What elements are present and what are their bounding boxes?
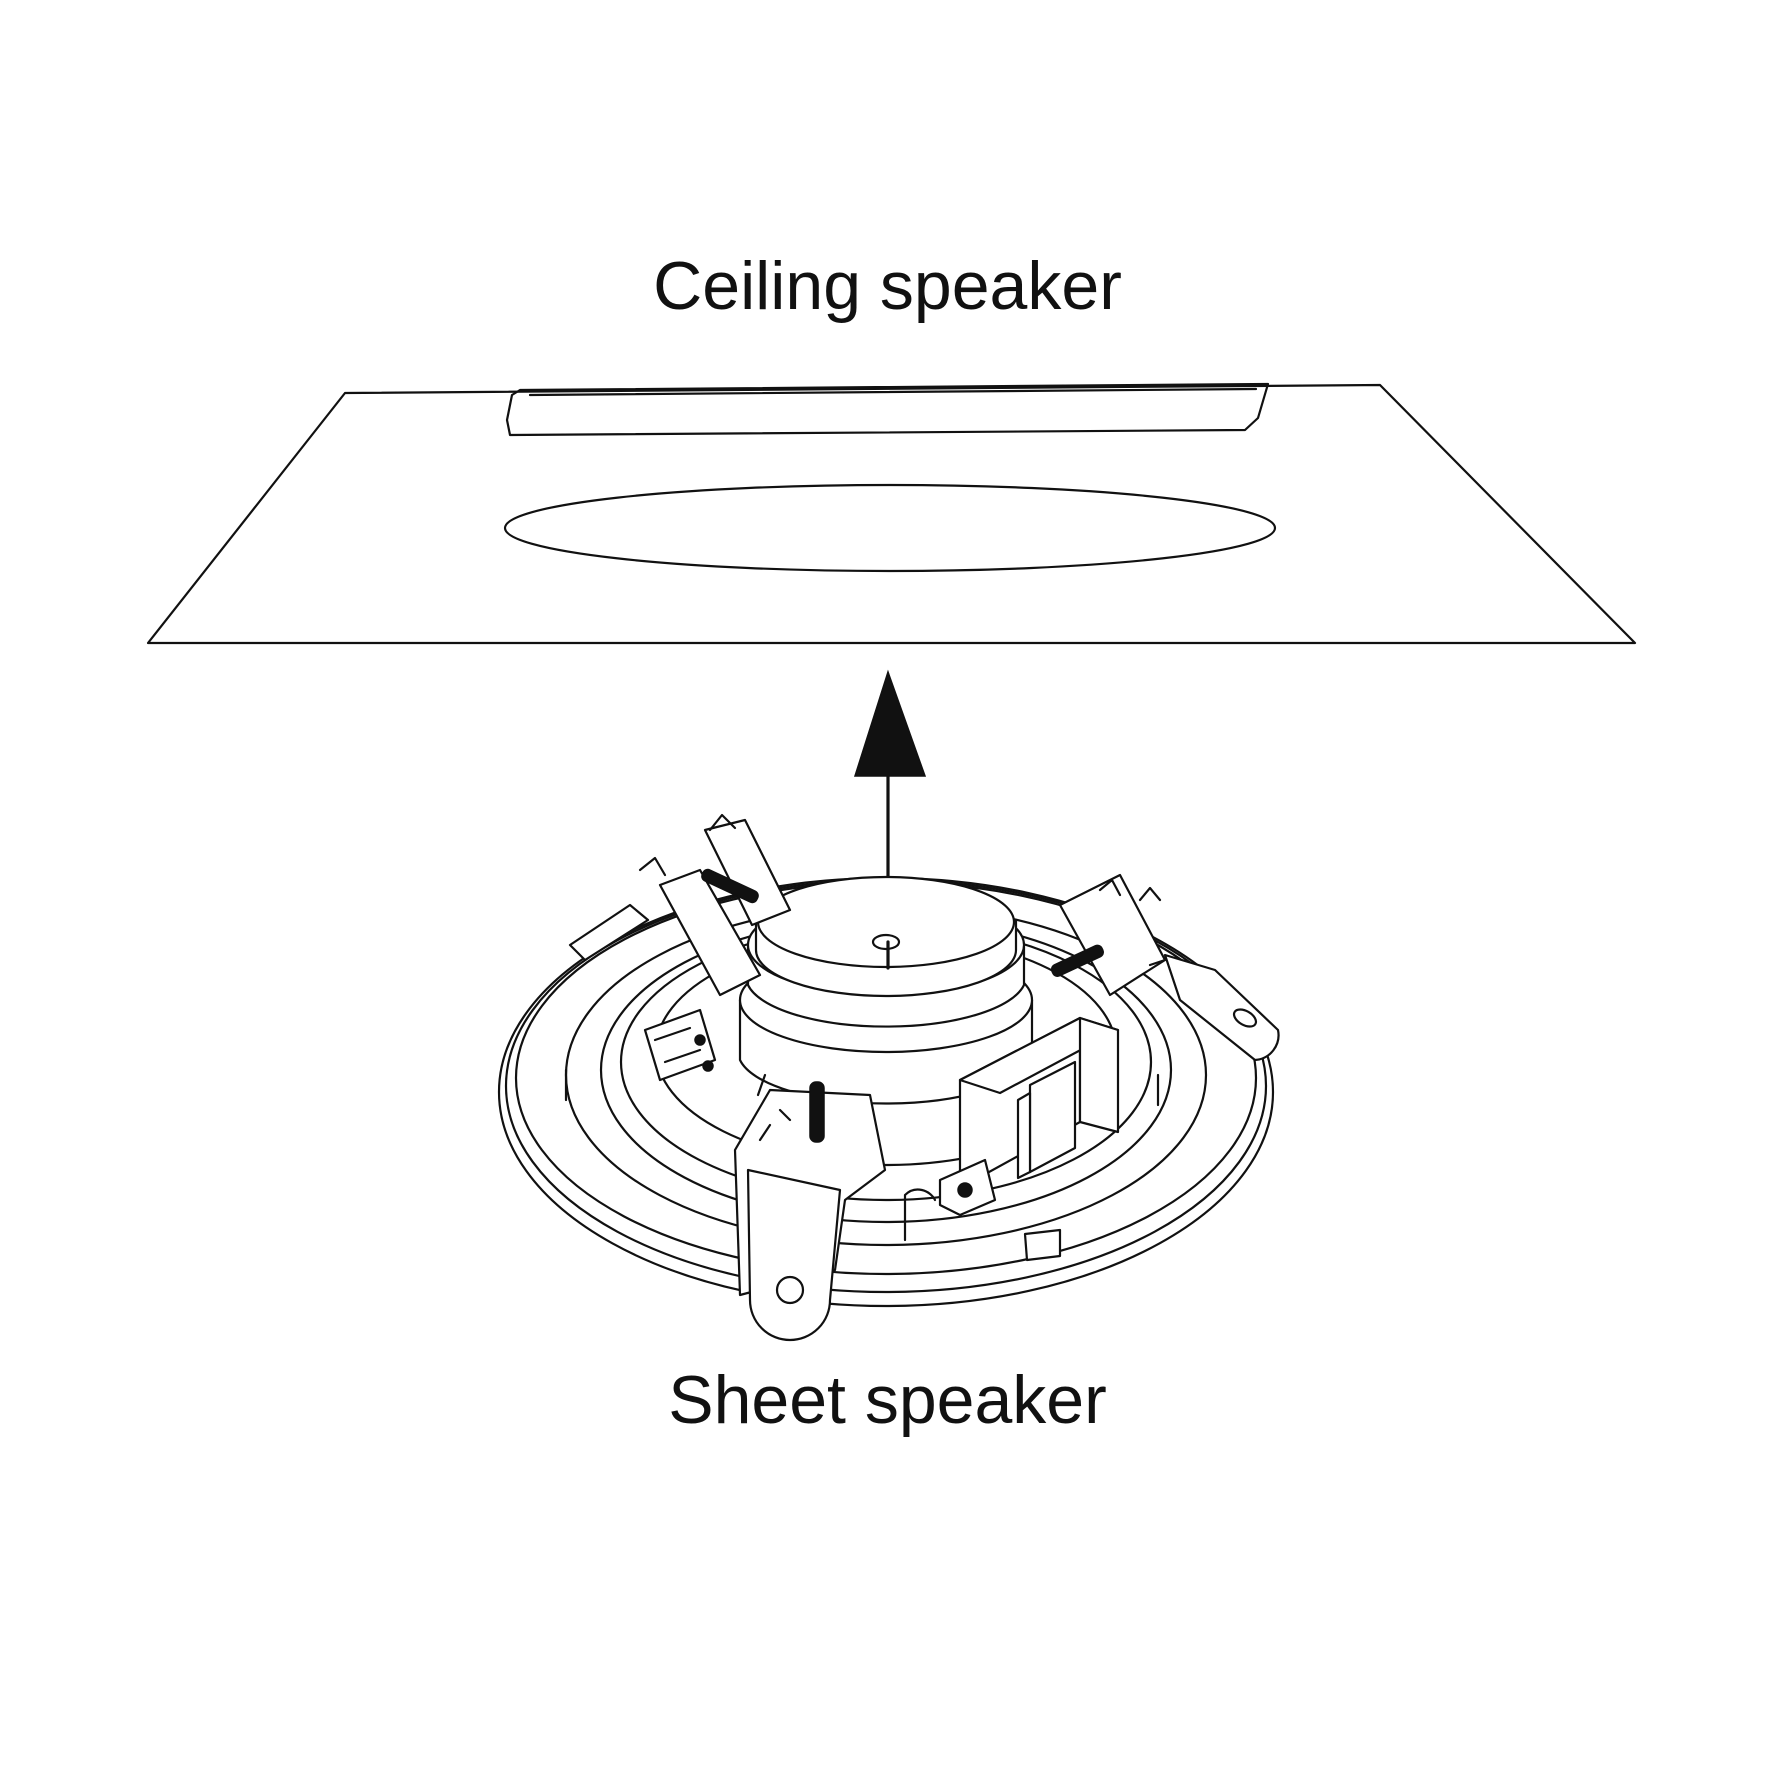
right-clip-spring: [1050, 944, 1105, 977]
transformer: [903, 1016, 1120, 1242]
terminal-screw-2: [702, 1060, 714, 1072]
front-spring-clip: [733, 1073, 887, 1342]
right-clip-arm: [1163, 953, 1280, 1062]
front-clip-hole: [775, 1275, 805, 1305]
sheet-speaker-label: Sheet speaker: [668, 1362, 1107, 1438]
front-clip-spring: [809, 1081, 825, 1143]
front-clip-arm: [746, 1168, 842, 1342]
terminal-block: [643, 1008, 717, 1082]
right-clip-hole: [1232, 1008, 1258, 1028]
transformer-lead: [903, 1188, 937, 1242]
transformer-side: [1078, 1016, 1120, 1134]
terminal-screw-1: [694, 1034, 706, 1046]
left-clip-arm: [568, 903, 650, 962]
magnet-center-hole: [871, 933, 901, 951]
ceiling-panel: [146, 382, 1637, 645]
left-clip-bracket: [658, 868, 762, 997]
ceiling-cutout-hole: [503, 483, 1277, 573]
ceiling-plane: [146, 383, 1637, 645]
transformer-screw: [957, 1182, 973, 1198]
terminal-connectors: [653, 1026, 702, 1064]
sheet-speaker: [497, 813, 1280, 1342]
ceiling-speaker-label: Ceiling speaker: [653, 248, 1122, 324]
ceiling-rail-edge: [528, 387, 1258, 397]
arrow-head-icon: [853, 669, 927, 777]
transformer-coil-edge: [1016, 1091, 1032, 1180]
magnet-cap: [756, 875, 1016, 969]
front-clip-teeth: [756, 1073, 792, 1142]
flange-slots: [564, 1068, 1160, 1107]
flange-tab: [1023, 1228, 1062, 1262]
terminal-plate: [643, 1008, 717, 1082]
left-clip-spring: [701, 868, 759, 904]
left-clip-teeth: [638, 813, 737, 877]
left-spring-clip: [568, 813, 792, 997]
ceiling-rail: [505, 382, 1270, 437]
right-clip-teeth: [1098, 878, 1167, 967]
right-spring-clip: [1050, 873, 1280, 1062]
